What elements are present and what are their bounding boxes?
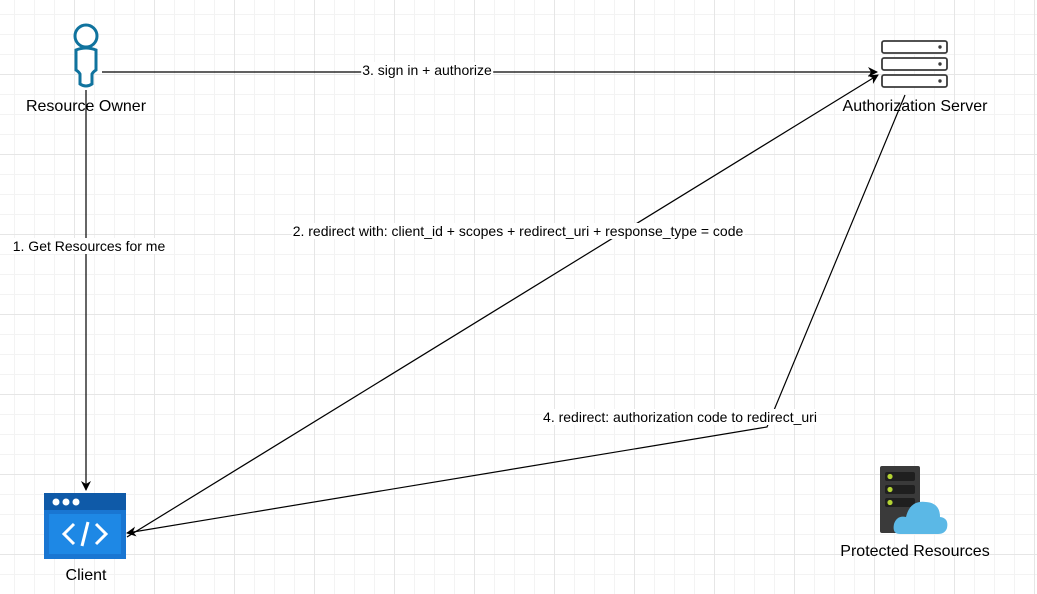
edge-4-line[interactable] — [126, 94, 906, 537]
authorization-server-label: Authorization Server — [842, 98, 988, 115]
server-rack-icon[interactable] — [881, 40, 948, 88]
edge-4-label: 4. redirect: authorization code to redir… — [542, 409, 818, 425]
protected-resources-label: Protected Resources — [840, 543, 990, 560]
user-icon[interactable] — [73, 23, 99, 88]
client-label: Client — [65, 567, 107, 584]
edge-1-label: 1. Get Resources for me — [11, 238, 167, 254]
edge-2-line[interactable] — [126, 74, 879, 538]
edge-2-label: 2. redirect with: client_id + scopes + r… — [291, 223, 745, 239]
edge-3-label: 3. sign in + authorize — [361, 62, 493, 78]
server-led-icon — [938, 45, 942, 83]
cloud-server-icon[interactable] — [880, 466, 948, 534]
code-window-icon[interactable] — [44, 493, 126, 559]
resource-owner-label: Resource Owner — [25, 98, 147, 115]
